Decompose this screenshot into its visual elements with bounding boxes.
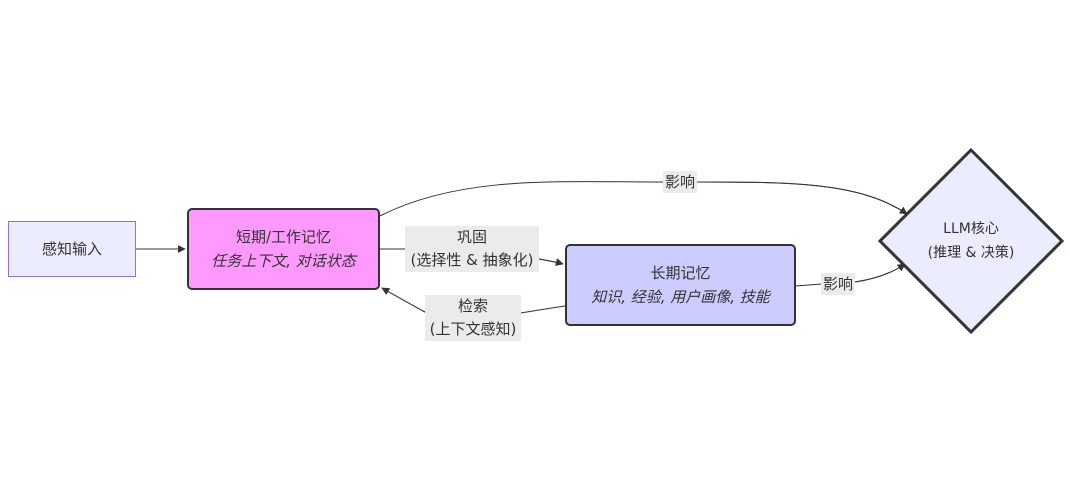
consolidate-label-line1: 巩固 <box>456 228 487 246</box>
edge-consolidate-arrow <box>538 258 564 266</box>
long-term-memory-title: 长期记忆 <box>650 264 711 282</box>
retrieve-edge-label: 检索 (上下文感知) <box>425 295 521 341</box>
influence-long-label: 影响 <box>822 274 853 293</box>
edge-influence-right-arrow <box>854 263 906 283</box>
short-term-memory-detail: 任务上下文, 对话状态 <box>211 252 356 270</box>
llm-core-diamond <box>877 147 1065 335</box>
consolidate-edge-label: 巩固 (选择性 & 抽象化) <box>405 226 539 272</box>
retrieve-label-line2: (上下文感知) <box>429 320 517 338</box>
llm-core-node: LLM核心 (推理 & 决策) <box>891 186 1051 296</box>
retrieve-label-line1: 检索 <box>457 297 488 315</box>
long-term-memory-detail: 知识, 经验, 用户画像, 技能 <box>591 288 770 306</box>
consolidate-label-line2: (选择性 & 抽象化) <box>410 251 534 269</box>
short-term-memory-node: 短期/工作记忆 任务上下文, 对话状态 <box>187 208 380 290</box>
perception-input-label: 感知输入 <box>41 240 102 258</box>
edge-influence-top-arrow <box>696 181 908 215</box>
llm-core-detail: (推理 & 决策) <box>927 245 1015 261</box>
influence-long-edge-label: 影响 <box>821 273 855 295</box>
influence-short-label: 影响 <box>664 172 695 191</box>
edge-retrieve-arrow <box>381 287 426 313</box>
short-term-memory-title: 短期/工作记忆 <box>235 228 332 246</box>
long-term-memory-node: 长期记忆 知识, 经验, 用户画像, 技能 <box>565 244 796 326</box>
llm-core-title: LLM核心 <box>943 221 999 237</box>
perception-input-node: 感知输入 <box>8 221 136 277</box>
influence-short-edge-label: 影响 <box>663 171 697 193</box>
